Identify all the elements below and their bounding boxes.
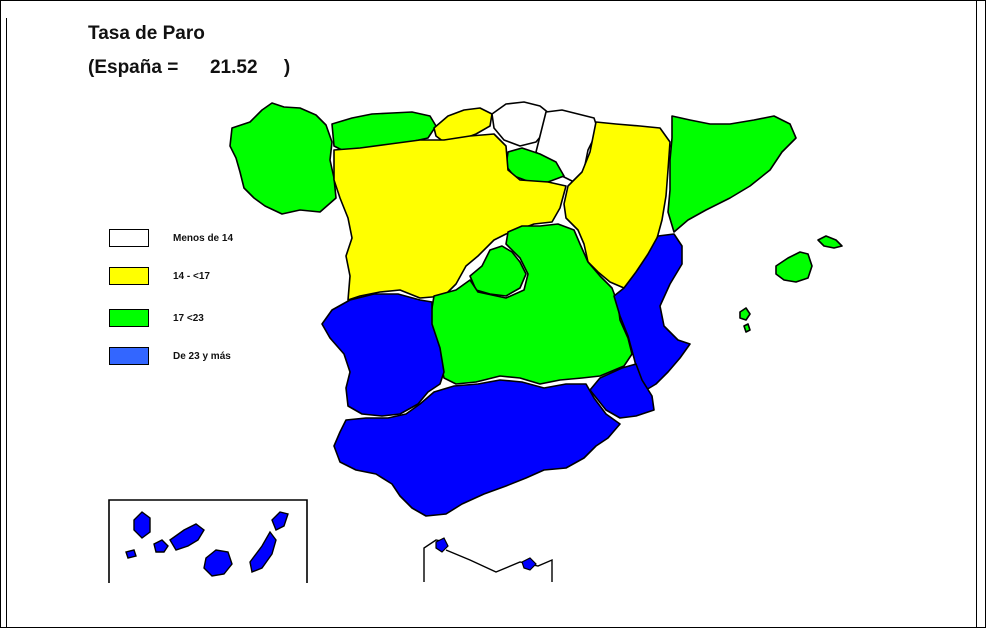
region-murcia — [589, 363, 655, 419]
legend-swatch-blue — [109, 347, 149, 365]
island-el-hierro — [125, 549, 137, 559]
region-valencia — [613, 233, 691, 391]
map-title: Tasa de Paro — [88, 23, 205, 44]
region-castilla-leon — [333, 133, 567, 301]
legend-item-14-17: 14 - <17 — [109, 267, 329, 289]
canarias-inset-frame — [108, 499, 308, 583]
canarias-islands — [125, 511, 289, 577]
island-lanzarote — [271, 511, 289, 531]
frame-right-line — [976, 0, 977, 628]
region-baleares-mallorca — [775, 251, 813, 283]
legend-swatch-white — [109, 229, 149, 247]
region-baleares-ibiza — [739, 307, 751, 321]
frame-inner-line — [6, 18, 7, 628]
map-subtitle: (España = 21.52 ) — [88, 57, 291, 78]
legend-item-menos-14: Menos de 14 — [109, 229, 329, 251]
region-baleares-formentera — [743, 323, 751, 333]
island-tenerife — [169, 523, 205, 551]
region-cataluna — [667, 115, 797, 233]
legend-label: De 23 y más — [173, 351, 231, 362]
region-andalucia — [333, 379, 621, 517]
legend-label: 17 <23 — [173, 313, 204, 324]
region-galicia — [229, 102, 337, 215]
legend-item-23-mas: De 23 y más — [109, 347, 329, 369]
island-fuerteventura — [249, 530, 277, 573]
island-la-gomera — [153, 539, 169, 553]
island-gran-canaria — [203, 549, 233, 577]
legend-swatch-yellow — [109, 267, 149, 285]
island-la-palma — [133, 511, 151, 539]
legend-label: Menos de 14 — [173, 233, 234, 244]
melilla — [521, 557, 537, 571]
legend-label: 14 - <17 — [173, 271, 210, 282]
ceuta — [435, 537, 449, 553]
ceuta-melilla-cities — [435, 537, 537, 571]
region-extremadura — [321, 293, 445, 417]
region-baleares-menorca — [817, 235, 843, 249]
legend-item-17-23: 17 <23 — [109, 309, 329, 331]
legend-swatch-green — [109, 309, 149, 327]
